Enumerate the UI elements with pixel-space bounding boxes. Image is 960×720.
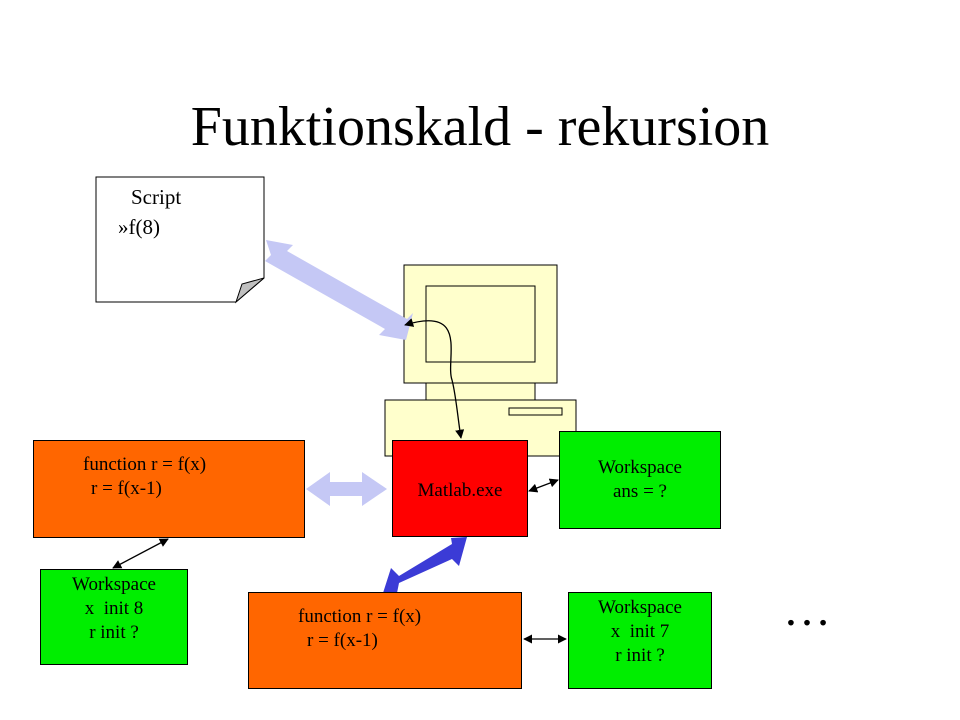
- function-matlab-arrow: [306, 472, 387, 506]
- workspace-1-r: r init ?: [89, 622, 139, 643]
- workspace-main-title: Workspace: [598, 457, 682, 478]
- computer-icon: [384, 264, 577, 457]
- matlab-function-arrow: [383, 537, 467, 593]
- function-2-signature: function r = f(x): [298, 606, 422, 627]
- screen-matlab-connector: [404, 318, 465, 439]
- ellipsis: …: [783, 583, 841, 636]
- slide-title: Funktionskald - rekursion: [190, 96, 770, 158]
- workspace-2-title: Workspace: [598, 597, 682, 618]
- workspace-1-title: Workspace: [72, 574, 156, 595]
- script-computer-arrow: [265, 240, 413, 340]
- function-box-2: function r = f(x) r = f(x-1): [248, 592, 522, 689]
- workspace-box-2: Workspace x init 7 r init ?: [568, 592, 712, 689]
- matlab-workspace-connector: [528, 478, 559, 493]
- function-box-1: function r = f(x) r = f(x-1): [33, 440, 305, 538]
- workspace-2-x: x init 7: [610, 621, 670, 642]
- workspace-main-ans: ans = ?: [613, 481, 667, 502]
- function-1-body: r = f(x-1): [91, 478, 162, 499]
- workspace-1-x: x init 8: [84, 598, 144, 619]
- script-call: »f(8): [118, 215, 160, 239]
- workspace-box-1: Workspace x init 8 r init ?: [40, 569, 188, 665]
- script-label: Script: [131, 185, 182, 209]
- workspace-main-box: Workspace ans = ?: [559, 431, 721, 529]
- matlab-label: Matlab.exe: [417, 480, 503, 501]
- function1-workspace-connector: [112, 538, 169, 569]
- script-document-icon: [95, 176, 265, 304]
- matlab-box: Matlab.exe: [392, 440, 528, 537]
- workspace-2-r: r init ?: [615, 645, 665, 666]
- function-1-signature: function r = f(x): [83, 454, 207, 475]
- function-2-body: r = f(x-1): [307, 630, 378, 651]
